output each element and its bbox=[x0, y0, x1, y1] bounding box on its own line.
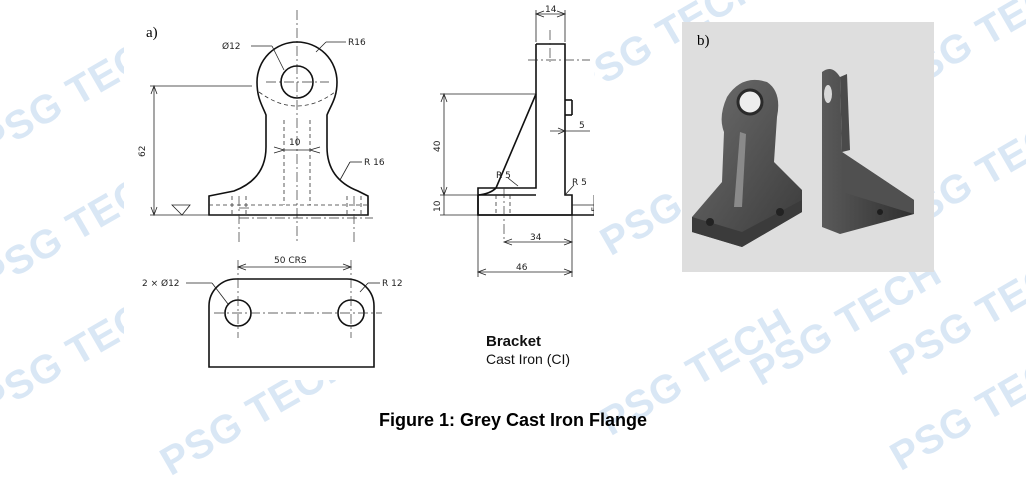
dim-top-width: 14 bbox=[545, 5, 557, 15]
dim-overall-height: 62 bbox=[138, 146, 148, 157]
figure-caption: Figure 1: Grey Cast Iron Flange bbox=[378, 410, 648, 430]
dim-centers: 50 CRS bbox=[274, 256, 307, 266]
part-title: Bracket bbox=[486, 333, 542, 350]
dim-hole-diameter: Ø12 bbox=[222, 41, 241, 52]
dim-web-width: 10 bbox=[289, 138, 301, 148]
dim-rib-length: 34 bbox=[530, 233, 542, 243]
front-view bbox=[150, 10, 373, 242]
dim-base-length: 46 bbox=[516, 263, 528, 273]
dim-fillet-radius: R 16 bbox=[364, 158, 385, 168]
dim-boss-offset: 5 bbox=[579, 121, 585, 131]
dim-outer-fillet: R 5 bbox=[572, 178, 587, 188]
bracket-photo bbox=[682, 22, 934, 272]
drawing-canvas: Ø12 R16 10 62 R 16 2 × Ø12 50 CRS R 12 1… bbox=[138, 5, 594, 368]
dim-corner-radius: R 12 bbox=[382, 279, 403, 289]
part-material: Cast Iron (CI) bbox=[486, 351, 571, 367]
subfigure-label-a: a) bbox=[146, 25, 158, 41]
subfigure-label-b: b) bbox=[697, 33, 710, 49]
bracket-photo-image bbox=[692, 68, 914, 247]
engineering-drawing: Ø12 R16 10 62 R 16 2 × Ø12 50 CRS R 12 1… bbox=[124, 2, 594, 380]
plan-view bbox=[186, 260, 382, 368]
dim-rib-height: 40 bbox=[433, 140, 443, 152]
dim-base-height: 10 bbox=[433, 200, 443, 212]
side-view bbox=[440, 10, 594, 277]
dim-base-thickness: 5 bbox=[591, 206, 594, 212]
dim-holes: 2 × Ø12 bbox=[142, 278, 180, 289]
dim-inner-fillet: R 5 bbox=[496, 171, 511, 181]
dim-top-radius: R16 bbox=[348, 38, 366, 48]
